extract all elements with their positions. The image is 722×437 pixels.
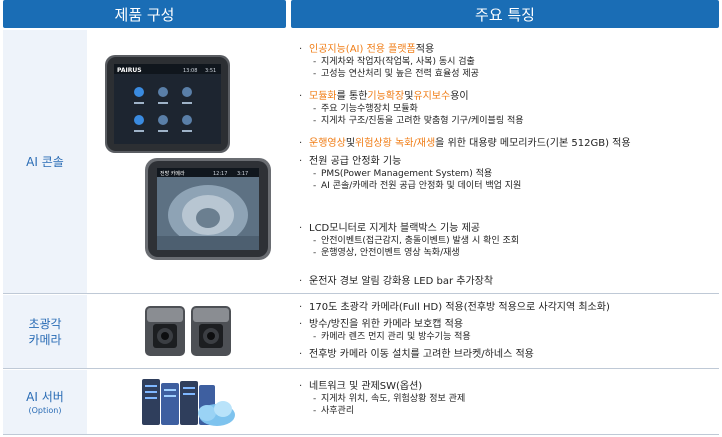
feature-sub-text: PMS(Power Management System) 적용 <box>321 169 493 179</box>
bullet: · <box>299 319 303 330</box>
feature-sub-text: 지게차 위치, 속도, 위험상황 정보 관제 <box>321 394 466 404</box>
feature-item: · 인공지능(AI) 전용 플랫폼 적용 -지게차와 작업자(작업복, 사복) 동… <box>299 43 715 80</box>
bullet: · <box>299 223 303 234</box>
feature-text: 전원 공급 안정화 기능 <box>309 156 402 167</box>
feature-text: 를 통한 <box>336 91 368 102</box>
bullet: - <box>313 236 317 246</box>
row-label-text: 카메라 <box>28 332 62 347</box>
feature-text: 네트워크 및 관제SW(옵션) <box>309 381 423 392</box>
row-label-sub: (Option) <box>28 405 62 415</box>
svg-text:전방 카메라: 전방 카메라 <box>160 170 185 177</box>
feature-sub-text: 주요 기능수행장치 모듈화 <box>321 104 418 114</box>
svg-text:PAIRUS: PAIRUS <box>117 67 142 74</box>
bullet: · <box>299 156 303 167</box>
feature-text: 을 위한 대용량 메모리카드(기본 512GB) 적용 <box>435 138 631 149</box>
bullet: · <box>299 44 303 55</box>
bullet: · <box>299 381 303 392</box>
server-cloud-icon <box>142 379 235 426</box>
feature-highlight: 유지보수 <box>413 91 451 102</box>
bullet: - <box>313 169 317 179</box>
row-divider <box>3 368 719 369</box>
row-divider <box>3 434 719 435</box>
feature-sub-text: 안전이벤트(접근감지, 충돌이벤트) 발생 시 확인 조회 <box>321 236 520 246</box>
feature-highlight: 인공지능(AI) 전용 플랫폼 <box>309 44 416 55</box>
row-label-ai-console: AI 콘솔 <box>3 30 87 293</box>
feature-item: · 전원 공급 안정화 기능 -PMS(Power Management Syst… <box>299 155 715 192</box>
feature-item: · 170도 초광각 카메라(Full HD) 적용(전후방 적용으로 사각지역 … <box>299 301 715 314</box>
feature-sub-text: 지게차 구조/진동을 고려한 맞춤형 기구/케이블링 적용 <box>321 116 524 126</box>
feature-text: 170도 초광각 카메라(Full HD) 적용(전후방 적용으로 사각지역 최… <box>309 302 610 313</box>
feature-highlight: 운행영상 <box>309 138 346 149</box>
row-label-text: AI 콘솔 <box>26 154 64 169</box>
bullet: - <box>313 332 317 342</box>
feature-item: · LCD모니터로 지게차 블랙박스 기능 제공 -안전이벤트(접근감지, 충돌이… <box>299 222 715 259</box>
svg-text:3:51: 3:51 <box>205 68 216 74</box>
bullet: - <box>313 69 317 79</box>
svg-text:13:08: 13:08 <box>183 68 197 74</box>
row-label-camera: 초광각 카메라 <box>3 295 87 368</box>
row-label-ai-server: AI 서버 (Option) <box>3 370 87 434</box>
server-image-cell <box>87 371 286 433</box>
feature-text: 및 <box>345 138 356 149</box>
feature-text: 용이 <box>450 91 469 102</box>
bullet: - <box>313 104 317 114</box>
feature-sub-text: AI 콘솔/카메라 전원 공급 안정화 및 데이터 백업 지원 <box>321 181 522 191</box>
feature-text: 전후방 카메라 이동 설치를 고려한 브라켓/하네스 적용 <box>309 349 534 360</box>
bullet: - <box>313 116 317 126</box>
feature-sub-text: 카메라 렌즈 먼지 관리 및 방수기능 적용 <box>321 332 471 342</box>
feature-item: · 전후방 카메라 이동 설치를 고려한 브라켓/하네스 적용 <box>299 348 715 361</box>
bullet: - <box>313 181 317 191</box>
feature-sub-text: 고성능 연산처리 및 높은 전력 효율성 제공 <box>321 69 479 79</box>
console-image-cell: PAIRUS 13:08 3:51 전방 카메라 12:17 3:17 <box>87 40 286 290</box>
feature-text: 적용 <box>415 44 435 55</box>
row-divider <box>3 293 719 294</box>
feature-highlight: 기능확장 <box>367 91 405 102</box>
row-label-text: 초광각 <box>28 316 62 331</box>
camera-image-cell <box>87 296 286 366</box>
camera-features: · 170도 초광각 카메라(Full HD) 적용(전후방 적용으로 사각지역 … <box>291 295 719 368</box>
feature-highlight: 위험상황 녹화/재생 <box>355 138 436 149</box>
bullet: - <box>313 248 317 258</box>
feature-text: LCD모니터로 지게차 블랙박스 기능 제공 <box>309 223 480 234</box>
bullet: · <box>299 138 303 149</box>
feature-text: 방수/방진을 위한 카메라 보호캡 적용 <box>309 319 464 330</box>
feature-item: · 운전자 경보 알림 강화용 LED bar 추가장착 <box>299 275 715 288</box>
feature-highlight: 모듈화 <box>309 91 337 102</box>
bullet: - <box>313 57 317 67</box>
feature-sub-text: 지게차와 작업자(작업복, 사복) 동시 검출 <box>321 57 475 67</box>
feature-sub-text: 사후관리 <box>321 406 355 416</box>
bullet: - <box>313 394 317 404</box>
header-main-features: 주요 특징 <box>291 0 719 28</box>
console-device-icon: PAIRUS 13:08 3:51 전방 카메라 12:17 3:17 <box>105 55 271 260</box>
feature-sub-text: 운행영상, 안전이벤트 영상 녹화/재생 <box>321 248 460 258</box>
bullet: · <box>299 91 303 102</box>
svg-text:12:17: 12:17 <box>213 171 227 177</box>
row-label-text: AI 서버 <box>26 389 64 404</box>
camera-device-icon <box>145 306 231 356</box>
feature-text: 운전자 경보 알림 강화용 LED bar 추가장착 <box>309 276 494 287</box>
server-features: · 네트워크 및 관제SW(옵션) -지게차 위치, 속도, 위험상황 정보 관제… <box>291 370 719 434</box>
bullet: · <box>299 276 303 287</box>
bullet: - <box>313 406 317 416</box>
header-product-composition: 제품 구성 <box>3 0 286 28</box>
feature-item: · 네트워크 및 관제SW(옵션) -지게차 위치, 속도, 위험상황 정보 관제… <box>299 380 715 417</box>
console-features: ·인공지능(AI) 전용 플랫폼 적용 -지게차와 작업자(작업복, 사복) 동… <box>291 30 719 293</box>
bullet: · <box>299 302 303 313</box>
feature-item: · 방수/방진을 위한 카메라 보호캡 적용 -카메라 렌즈 먼지 관리 및 방수… <box>299 318 715 343</box>
feature-text: 및 <box>404 91 414 102</box>
bullet: · <box>299 349 303 360</box>
svg-text:3:17: 3:17 <box>237 171 248 177</box>
